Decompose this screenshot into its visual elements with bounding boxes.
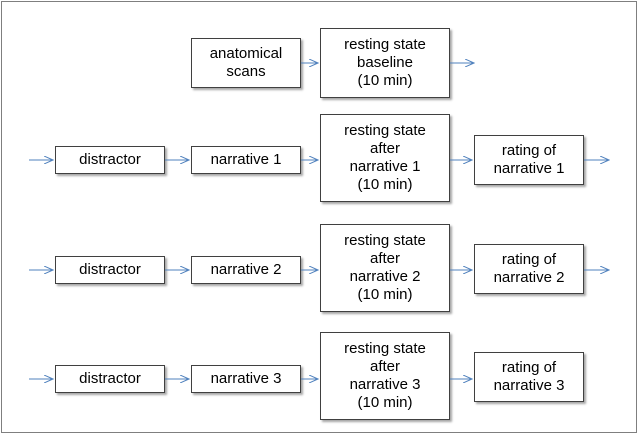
narrative-box-2: narrative 2 bbox=[191, 256, 301, 284]
resting-after-box-2: resting state after narrative 2 (10 min) bbox=[320, 224, 450, 312]
narrative-box-3: narrative 3 bbox=[191, 365, 301, 393]
narrative-box-1: narrative 1 bbox=[191, 146, 301, 174]
distractor-box-1: distractor bbox=[55, 146, 165, 174]
distractor-box-2: distractor bbox=[55, 256, 165, 284]
resting-baseline-box: resting state baseline (10 min) bbox=[320, 28, 450, 98]
resting-after-box-3: resting state after narrative 3 (10 min) bbox=[320, 332, 450, 420]
distractor-box-3: distractor bbox=[55, 365, 165, 393]
rating-box-1: rating of narrative 1 bbox=[474, 135, 584, 185]
resting-after-box-1: resting state after narrative 1 (10 min) bbox=[320, 114, 450, 202]
rating-box-2: rating of narrative 2 bbox=[474, 244, 584, 294]
rating-box-3: rating of narrative 3 bbox=[474, 352, 584, 402]
anatomical-scans-box: anatomical scans bbox=[191, 38, 301, 88]
